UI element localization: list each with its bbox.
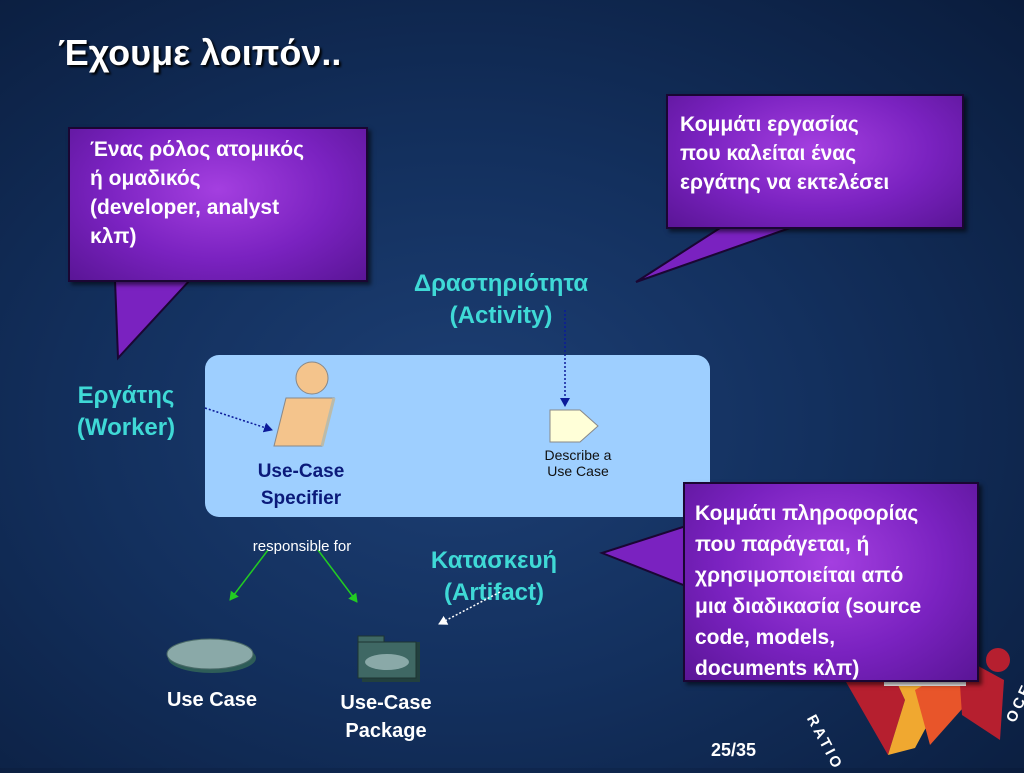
activity-label-english: (Activity) xyxy=(449,302,553,329)
activity-name: Describe a Use Case xyxy=(518,447,638,479)
slide-title: Έχουμε λοιπόν.. xyxy=(58,32,342,73)
work-callout-line: που καλείται ένας xyxy=(680,142,857,165)
specifier-label-line: Specifier xyxy=(260,488,342,509)
page-number: 25/35 xyxy=(711,740,757,760)
package-label-line: Package xyxy=(345,720,427,742)
worker-label-english: (Worker) xyxy=(76,414,176,441)
work-callout-line: εργάτης να εκτελέσει xyxy=(680,171,890,194)
info-callout-line: Κομμάτι πληροφορίας xyxy=(695,502,919,525)
activity-name-line: Use Case xyxy=(547,463,609,479)
responsible-arrow-left xyxy=(229,549,269,601)
package-label: Use-Case Package xyxy=(326,689,446,745)
artifact-label-english: (Artifact) xyxy=(444,579,544,606)
info-callout-line: code, models, xyxy=(695,626,836,649)
info-callout: Κομμάτι πληροφορίας που παράγεται, ή χρη… xyxy=(683,482,979,682)
info-callout-line: που παράγεται, ή xyxy=(695,533,870,556)
activity-label-greek: Δραστηριότητα xyxy=(413,270,589,297)
role-callout-line: (developer, analyst xyxy=(90,196,280,219)
use-case-icon xyxy=(166,638,256,673)
worker-label-greek: Εργάτης xyxy=(77,382,175,409)
specifier-label-line: Use-Case xyxy=(257,461,345,482)
specifier-label: Use-Case Specifier xyxy=(236,458,366,512)
activity-icon xyxy=(549,409,599,443)
role-callout-line: ή ομαδικός xyxy=(90,167,201,190)
artifact-pointer-arrow xyxy=(438,591,501,625)
info-callout-line: μια διαδικασία (source xyxy=(695,595,922,618)
package-icon xyxy=(357,635,420,682)
use-case-label: Use Case xyxy=(166,689,258,711)
artifact-label-greek: Κατασκευή xyxy=(430,547,558,574)
role-callout-line: κλπ) xyxy=(90,225,137,248)
artifact-label: Κατασκευή (Artifact) xyxy=(404,545,584,609)
work-callout: Κομμάτι εργασίας που καλείται ένας εργάτ… xyxy=(666,94,964,229)
worker-icon xyxy=(273,361,336,447)
role-callout-line: Ένας ρόλος ατομικός xyxy=(90,138,305,161)
info-callout-line: χρησιμοποιείται από xyxy=(695,564,904,587)
responsible-arrow-right xyxy=(317,549,358,603)
worker-label: Εργάτης (Worker) xyxy=(58,380,194,444)
package-label-line: Use-Case xyxy=(340,692,432,714)
activity-name-line: Describe a xyxy=(544,447,612,463)
worker-pointer-arrow xyxy=(204,407,273,433)
activity-label: Δραστηριότητα (Activity) xyxy=(396,268,606,332)
work-callout-line: Κομμάτι εργασίας xyxy=(680,113,859,136)
role-callout: Ένας ρόλος ατομικός ή ομαδικός (develope… xyxy=(68,127,368,282)
responsible-for-label: responsible for xyxy=(252,538,352,555)
info-callout-line: documents κλπ) xyxy=(695,657,860,680)
